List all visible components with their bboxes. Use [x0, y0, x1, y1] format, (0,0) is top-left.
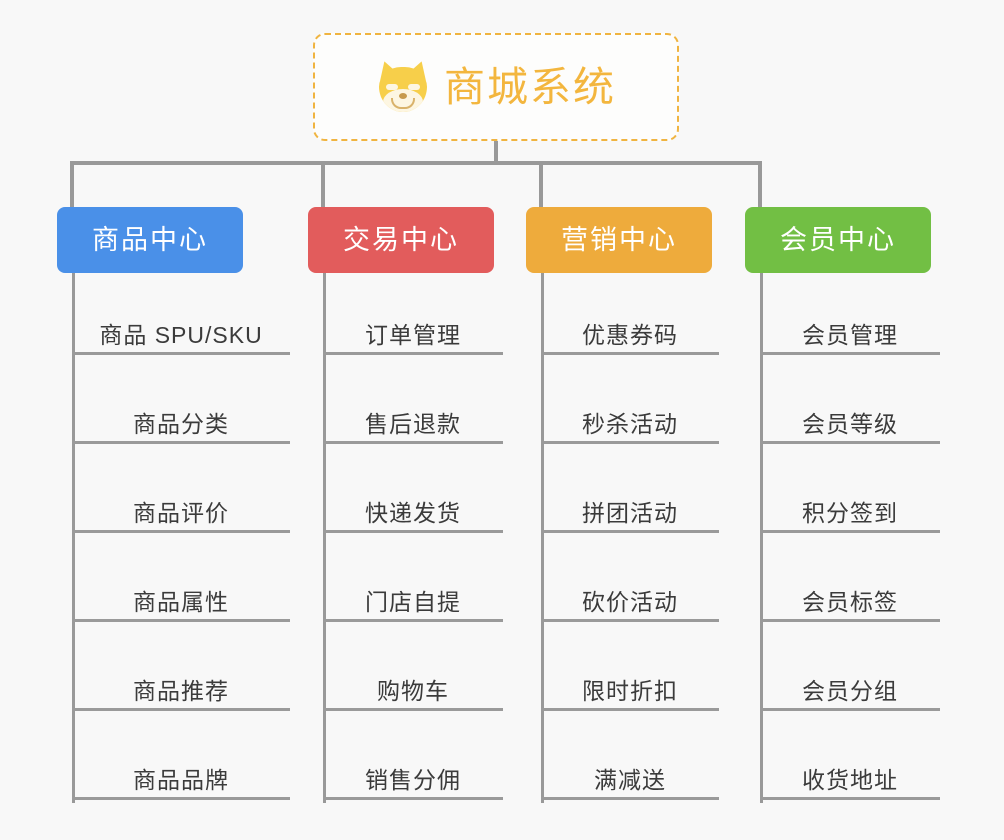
leaf-item[interactable]: 拼团活动 — [541, 473, 719, 533]
leaf-item[interactable]: 销售分佣 — [323, 740, 503, 800]
root-node[interactable]: 商城系统 — [313, 33, 679, 141]
leaf-spine-marketing — [541, 273, 544, 803]
leaf-item-label: 满减送 — [594, 766, 666, 793]
leaf-item-label: 商品分类 — [133, 410, 229, 437]
leaf-item[interactable]: 会员标签 — [760, 562, 940, 622]
leaf-item-label: 商品评价 — [133, 499, 229, 526]
leaf-item-label: 门店自提 — [365, 588, 461, 615]
leaf-item-label: 商品推荐 — [133, 677, 229, 704]
leaf-item[interactable]: 砍价活动 — [541, 562, 719, 622]
leaf-item-label: 快递发货 — [365, 499, 461, 526]
leaf-item[interactable]: 商品评价 — [72, 473, 290, 533]
leaf-item[interactable]: 商品品牌 — [72, 740, 290, 800]
category-label-marketing: 营销中心 — [561, 224, 677, 255]
leaf-item-label: 商品属性 — [133, 588, 229, 615]
leaf-item-label: 积分签到 — [802, 499, 898, 526]
leaf-item[interactable]: 秒杀活动 — [541, 384, 719, 444]
leaf-item-label: 会员标签 — [802, 588, 898, 615]
leaf-item[interactable]: 快递发货 — [323, 473, 503, 533]
category-label-member: 会员中心 — [780, 224, 896, 255]
leaf-item[interactable]: 购物车 — [323, 651, 503, 711]
leaf-item[interactable]: 会员等级 — [760, 384, 940, 444]
leaf-item-label: 会员分组 — [802, 677, 898, 704]
leaf-item[interactable]: 售后退款 — [323, 384, 503, 444]
leaf-item-label: 商品品牌 — [133, 766, 229, 793]
category-label-product: 商品中心 — [92, 224, 208, 255]
leaf-item-label: 限时折扣 — [582, 677, 678, 704]
connector-drop-product — [70, 161, 74, 209]
leaf-item[interactable]: 会员管理 — [760, 295, 940, 355]
leaf-item-label: 秒杀活动 — [582, 410, 678, 437]
leaf-item-label: 优惠券码 — [582, 321, 678, 348]
leaf-item-label: 商品 SPU/SKU — [99, 321, 263, 348]
leaf-item-label: 砍价活动 — [582, 588, 678, 615]
leaf-item-label: 订单管理 — [365, 321, 461, 348]
connector-bus — [70, 161, 762, 165]
root-title: 商城系统 — [444, 63, 616, 110]
leaf-item[interactable]: 收货地址 — [760, 740, 940, 800]
leaf-item[interactable]: 积分签到 — [760, 473, 940, 533]
leaf-item[interactable]: 限时折扣 — [541, 651, 719, 711]
leaf-spine-trade — [323, 273, 326, 803]
category-card-product[interactable]: 商品中心 — [57, 207, 243, 273]
leaf-item[interactable]: 商品分类 — [72, 384, 290, 444]
category-card-member[interactable]: 会员中心 — [745, 207, 931, 273]
connector-drop-trade — [321, 161, 325, 209]
leaf-item[interactable]: 商品推荐 — [72, 651, 290, 711]
leaf-item-label: 售后退款 — [365, 410, 461, 437]
leaf-item-label: 会员管理 — [802, 321, 898, 348]
leaf-item[interactable]: 优惠券码 — [541, 295, 719, 355]
connector-root-stub — [494, 141, 498, 165]
leaf-item[interactable]: 订单管理 — [323, 295, 503, 355]
leaf-spine-product — [72, 273, 75, 803]
leaf-item-label: 拼团活动 — [582, 499, 678, 526]
leaf-item[interactable]: 商品 SPU/SKU — [72, 295, 290, 355]
connector-drop-marketing — [539, 161, 543, 209]
connector-drop-member — [758, 161, 762, 209]
leaf-item[interactable]: 商品属性 — [72, 562, 290, 622]
category-label-trade: 交易中心 — [343, 224, 459, 255]
leaf-spine-member — [760, 273, 763, 803]
leaf-item-label: 购物车 — [377, 677, 449, 704]
leaf-item-label: 销售分佣 — [365, 766, 461, 793]
leaf-item[interactable]: 门店自提 — [323, 562, 503, 622]
category-card-marketing[interactable]: 营销中心 — [526, 207, 712, 273]
leaf-item-label: 会员等级 — [802, 410, 898, 437]
shiba-dog-face-icon — [374, 58, 432, 113]
leaf-item[interactable]: 满减送 — [541, 740, 719, 800]
leaf-item-label: 收货地址 — [802, 766, 898, 793]
category-card-trade[interactable]: 交易中心 — [308, 207, 494, 273]
leaf-item[interactable]: 会员分组 — [760, 651, 940, 711]
